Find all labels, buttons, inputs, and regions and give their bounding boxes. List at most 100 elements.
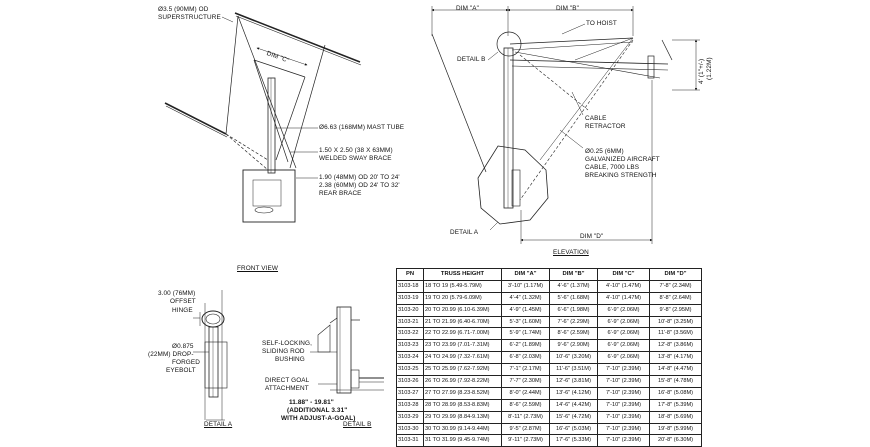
table-cell: 13'-6" (4.12M) bbox=[549, 386, 598, 400]
table-cell: 6'-9" (2.06M) bbox=[597, 351, 650, 365]
table-cell: 4'-9" (1.45M) bbox=[501, 303, 550, 317]
column-header-dim-b: DIM "B" bbox=[549, 268, 598, 281]
table-cell: 3103-30 bbox=[396, 422, 424, 436]
cable-retractor-label-2: RETRACTOR bbox=[585, 123, 626, 130]
table-cell: 3103-18 bbox=[396, 279, 424, 293]
table-cell: 15'-8" (4.78M) bbox=[649, 375, 702, 388]
dim-b-label: DIM "B" bbox=[556, 5, 579, 12]
eyebolt-label: EYEBOLT bbox=[166, 367, 196, 374]
detail-b-title: DETAIL B bbox=[343, 421, 372, 428]
front-view-title: FRONT VIEW bbox=[237, 265, 279, 272]
side-dim-metric-label: (1.22M) bbox=[706, 57, 713, 80]
eyebolt-size-label: Ø0.875 bbox=[172, 343, 194, 350]
table-cell: 3103-29 bbox=[396, 410, 424, 424]
table-cell: 17'-8" (5.39M) bbox=[649, 398, 702, 412]
table-cell: 7'-10" (2.39M) bbox=[597, 434, 650, 447]
dimension-table: PN TRUSS HEIGHT DIM "A" DIM "B" DIM "C" … bbox=[396, 268, 702, 447]
table-header-row: PN TRUSS HEIGHT DIM "A" DIM "B" DIM "C" … bbox=[396, 268, 702, 281]
table-cell: 3103-20 bbox=[396, 303, 424, 317]
column-header-pn: PN bbox=[396, 268, 424, 281]
table-cell: 7'-10" (2.39M) bbox=[597, 386, 650, 400]
table-cell: 26 TO 26.99 (7.92-8.22M) bbox=[423, 375, 502, 388]
table-cell: 12'-8" (3.86M) bbox=[649, 339, 702, 353]
table-cell: 18 TO 19 (5.49-5.79M) bbox=[423, 279, 502, 293]
table-cell: 18'-8" (5.69M) bbox=[649, 410, 702, 424]
table-cell: 3103-22 bbox=[396, 327, 424, 341]
table-cell: 13'-8" (4.17M) bbox=[649, 351, 702, 365]
table-cell: 8'-8" (2.64M) bbox=[649, 291, 702, 305]
table-cell: 6'-8" (2.03M) bbox=[501, 351, 550, 365]
table-cell: 4'-4" (1.32M) bbox=[501, 291, 550, 305]
sway-brace-size-label: 1.50 X 2.50 (38 X 63MM) bbox=[319, 147, 393, 154]
table-cell: 27 TO 27.99 (8.23-8.52M) bbox=[423, 386, 502, 400]
cable-strength-label: CABLE, 7000 LBS bbox=[585, 164, 640, 171]
cable-size-label: Ø0.25 (6MM) bbox=[585, 148, 624, 155]
table-cell: 3'-10" (1.17M) bbox=[501, 279, 550, 293]
table-cell: 7'-1" (2.17M) bbox=[501, 363, 550, 377]
to-hoist-label: TO HOIST bbox=[586, 20, 617, 27]
detail-b-drawing bbox=[310, 306, 384, 394]
table-cell: 3103-26 bbox=[396, 375, 424, 388]
table-cell: 9'-5" (2.87M) bbox=[501, 422, 550, 436]
table-cell: 9'-6" (2.90M) bbox=[549, 339, 598, 353]
table-cell: 12'-6" (3.81M) bbox=[549, 375, 598, 388]
column-header-dim-c: DIM "C" bbox=[597, 268, 650, 281]
adjust-range-label: 11.88" - 19.81" bbox=[289, 399, 334, 406]
table-cell: 7'-10" (2.39M) bbox=[597, 422, 650, 436]
bushing-label-3: BUSHING bbox=[275, 356, 305, 363]
table-cell: 3103-28 bbox=[396, 398, 424, 412]
table-cell: 3103-21 bbox=[396, 315, 424, 329]
goal-attachment-label-2: ATTACHMENT bbox=[265, 385, 309, 392]
table-cell: 6'-9" (2.06M) bbox=[597, 315, 650, 329]
table-cell: 8'-6" (2.59M) bbox=[501, 398, 550, 412]
sway-brace-label: WELDED SWAY BRACE bbox=[319, 155, 392, 162]
table-cell: 3103-19 bbox=[396, 291, 424, 305]
table-cell: 7'-6" (2.29M) bbox=[549, 315, 598, 329]
detail-a-drawing bbox=[193, 290, 228, 421]
bushing-label-1: SELF-LOCKING, bbox=[262, 340, 312, 347]
superstructure-od-label: Ø3.5 (90MM) OD bbox=[158, 6, 209, 13]
table-cell: 24 TO 24.99 (7.32-7.61M) bbox=[423, 351, 502, 365]
offset-label: OFFSET bbox=[170, 298, 196, 305]
cable-type-label: GALVANIZED AIRCRAFT bbox=[585, 156, 660, 163]
table-cell: 8'-6" (2.59M) bbox=[549, 327, 598, 341]
column-header-dim-d: DIM "D" bbox=[649, 268, 702, 281]
table-cell: 10'-6" (3.20M) bbox=[549, 351, 598, 365]
elevation-drawing bbox=[431, 6, 700, 244]
table-cell: 6'-9" (2.06M) bbox=[597, 339, 650, 353]
table-cell: 3103-23 bbox=[396, 339, 424, 353]
detail-a-title: DETAIL A bbox=[204, 421, 233, 428]
technical-drawing bbox=[164, 6, 700, 421]
table-cell: 25 TO 25.99 (7.62-7.92M) bbox=[423, 363, 502, 377]
table-cell: 9'-11" (2.73M) bbox=[501, 434, 550, 447]
mast-tube-label: Ø6.63 (168MM) MAST TUBE bbox=[319, 124, 405, 131]
table-cell: 4'-10" (1.47M) bbox=[597, 279, 650, 293]
cable-breaking-label: BREAKING STRENGTH bbox=[585, 172, 657, 179]
table-cell: 7'-10" (2.39M) bbox=[597, 363, 650, 377]
adjust-goal-label: WITH ADJUST-A-GOAL) bbox=[281, 415, 356, 422]
bushing-label-2: SLIDING ROD bbox=[262, 348, 305, 355]
table-cell: 7'-10" (2.39M) bbox=[597, 410, 650, 424]
table-cell: 8'-0" (2.44M) bbox=[501, 386, 550, 400]
table-cell: 7'-8" (2.34M) bbox=[649, 279, 702, 293]
table-cell: 11'-8" (3.56M) bbox=[649, 327, 702, 341]
offset-size-label: 3.00 (76MM) bbox=[158, 290, 196, 297]
table-cell: 5'-9" (1.74M) bbox=[501, 327, 550, 341]
side-dim-label: 4' (1"+/-) bbox=[698, 58, 705, 84]
goal-attachment-label-1: DIRECT GOAL bbox=[265, 377, 310, 384]
table-cell: 16'-8" (5.08M) bbox=[649, 386, 702, 400]
table-cell: 22 TO 22.99 (6.71-7.00M) bbox=[423, 327, 502, 341]
table-cell: 7'-7" (2.30M) bbox=[501, 375, 550, 388]
table-cell: 4'-6" (1.37M) bbox=[549, 279, 598, 293]
cable-retractor-label-1: CABLE bbox=[585, 115, 607, 122]
